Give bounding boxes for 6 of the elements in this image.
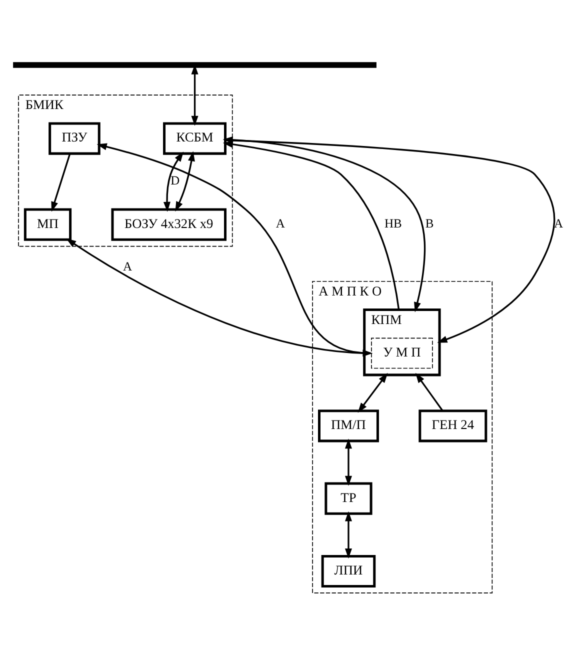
edge-label: А xyxy=(276,216,285,230)
edge-label: А xyxy=(123,260,132,274)
edge-label: А xyxy=(554,216,564,230)
edge-label: D xyxy=(170,173,180,188)
edge-label: НВ xyxy=(384,216,402,230)
edge-label: В xyxy=(425,216,434,230)
